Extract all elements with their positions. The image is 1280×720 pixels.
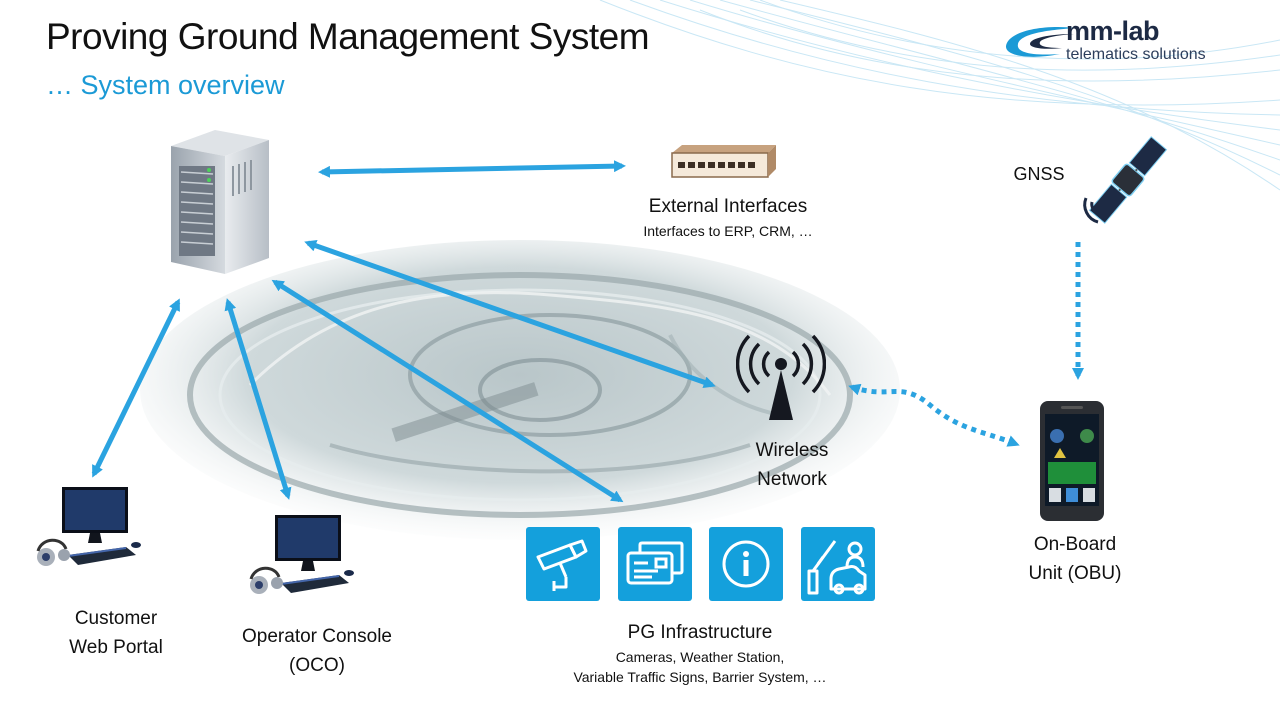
pg-infrastructure-label-group: PG Infrastructure Cameras, Weather Stati…	[540, 618, 860, 687]
external-interfaces-label-group: External Interfaces Interfaces to ERP, C…	[608, 192, 848, 241]
obu-label: On-Board Unit (OBU)	[1000, 530, 1150, 588]
logo-name: mm-lab	[1066, 16, 1160, 46]
arrow-server-wireless	[304, 239, 716, 389]
customer-label-line1: Customer	[74, 608, 158, 629]
wireless-label-line1: Wireless	[755, 440, 829, 461]
arrow-server-external	[318, 160, 626, 178]
pg-infrastructure-line1: Cameras, Weather Station,	[615, 649, 785, 665]
obu-device-icon	[1040, 401, 1104, 521]
logo-tagline: telematics solutions	[1066, 46, 1206, 63]
barrier-icon	[807, 540, 867, 595]
arrow-wireless-obu	[848, 383, 1020, 447]
gnss-label: GNSS	[1013, 164, 1065, 184]
barrier-tile	[801, 527, 875, 601]
satellite-icon	[1083, 136, 1168, 224]
company-logo: mm-lab telematics solutions	[1066, 18, 1206, 63]
customer-workstation-icon	[36, 487, 141, 566]
obu-label-line2: Unit (OBU)	[1028, 563, 1122, 584]
page-subtitle: … System overview	[46, 70, 285, 100]
info-icon	[722, 540, 770, 588]
arrow-server-operator	[224, 298, 292, 500]
wireless-network-label: Wireless Network	[732, 436, 852, 494]
card-reader-tile	[618, 527, 692, 601]
external-interfaces-sublabel: Interfaces to ERP, CRM, …	[643, 223, 813, 239]
mm-lab-logo-swoosh-icon	[1005, 26, 1076, 57]
arrow-server-customer	[91, 298, 181, 478]
page-title: Proving Ground Management System	[46, 16, 650, 57]
network-switch-icon	[671, 145, 776, 178]
arrow-server-infrastructure	[271, 279, 624, 503]
wireless-antenna-icon	[736, 334, 826, 420]
operator-label-line2: (OCO)	[289, 655, 345, 676]
info-tile	[709, 527, 783, 601]
card-reader-icon	[626, 541, 684, 585]
server-icon	[171, 130, 269, 274]
pg-infrastructure-line2: Variable Traffic Signs, Barrier System, …	[573, 669, 827, 685]
camera-tile	[526, 527, 600, 601]
pg-infrastructure-label: PG Infrastructure	[627, 622, 773, 643]
obu-label-line1: On-Board	[1033, 534, 1117, 555]
customer-web-portal-label: Customer Web Portal	[46, 604, 186, 662]
external-interfaces-label: External Interfaces	[648, 196, 808, 217]
customer-label-line2: Web Portal	[69, 637, 163, 658]
camera-icon	[536, 539, 588, 591]
operator-workstation-icon	[249, 515, 354, 594]
wireless-label-line2: Network	[757, 469, 827, 490]
operator-label-line1: Operator Console	[242, 626, 392, 647]
operator-console-label: Operator Console (OCO)	[212, 622, 422, 680]
